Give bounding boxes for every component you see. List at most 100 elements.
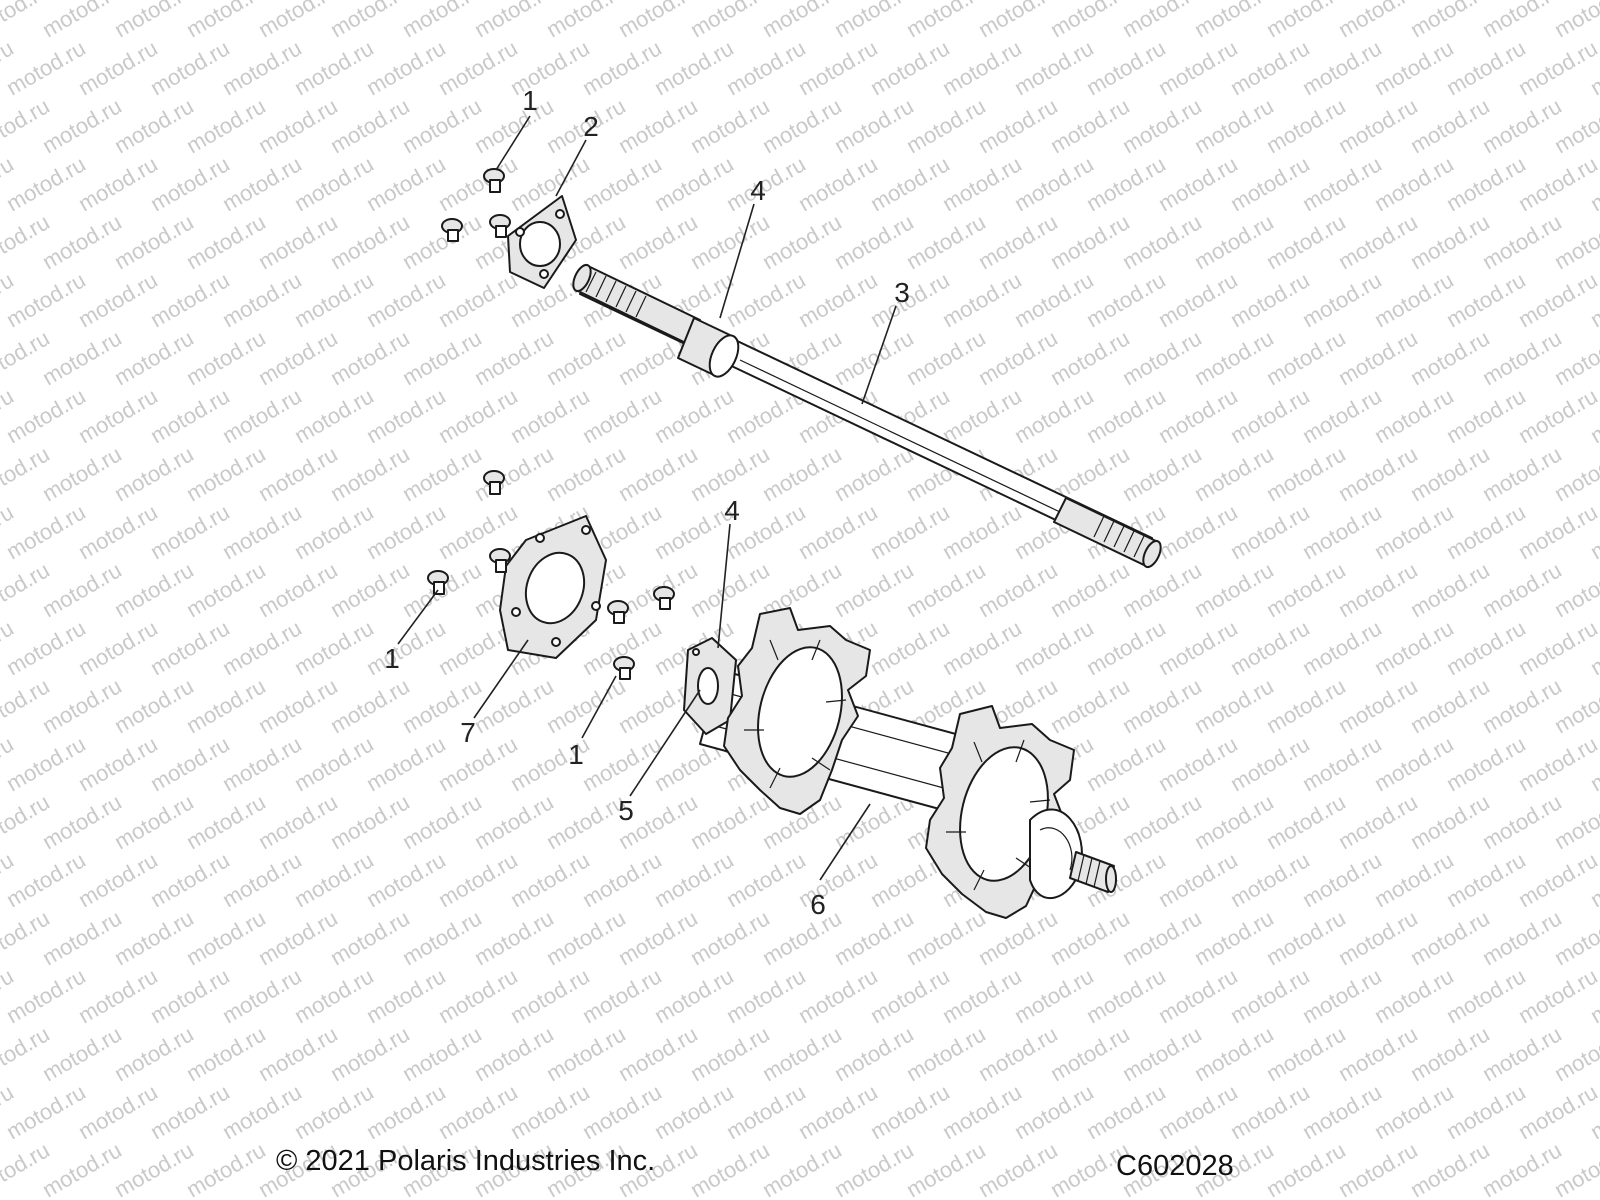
watermark-text: motod.ru xyxy=(578,1079,666,1144)
watermark-text: motod.ru xyxy=(758,209,846,274)
watermark-text: motod.ru xyxy=(182,325,270,390)
watermark-text: motod.ru xyxy=(146,151,234,216)
callout-2: 2 xyxy=(583,111,599,142)
watermark-text: motod.ru xyxy=(362,151,450,216)
watermark-text: motod.ru xyxy=(1154,151,1242,216)
flange-plate-7 xyxy=(499,515,607,659)
watermark-text: motod.ru xyxy=(974,905,1062,970)
watermark-text: motod.ru xyxy=(794,1079,882,1144)
watermark-text: motod.ru xyxy=(1082,35,1170,100)
watermark-text: motod.ru xyxy=(650,383,738,448)
watermark-text: motod.ru xyxy=(542,325,630,390)
watermark-text: motod.ru xyxy=(1478,1021,1566,1086)
sprocket-shaft-assembly xyxy=(683,607,1117,919)
watermark-text: motod.ru xyxy=(1262,673,1350,738)
watermark-text: motod.ru xyxy=(1046,905,1134,970)
bolt-upper-1 xyxy=(483,168,505,193)
watermark-text: motod.ru xyxy=(1010,151,1098,216)
watermark-text: motod.ru xyxy=(2,499,90,564)
callout-4-lower: 4 xyxy=(724,495,740,526)
bolt-upper-3 xyxy=(489,214,511,238)
watermark-text: motod.ru xyxy=(218,151,306,216)
watermark-text: motod.ru xyxy=(1514,731,1600,796)
watermark-text: motod.ru xyxy=(218,499,306,564)
watermark-text: motod.ru xyxy=(1370,847,1458,912)
watermark-text: motod.ru xyxy=(2,731,90,796)
watermark-text: motod.ru xyxy=(542,789,630,854)
watermark-text: motod.ru xyxy=(362,383,450,448)
watermark-text: motod.ru xyxy=(254,325,342,390)
diagram-code: C602028 xyxy=(1116,1150,1234,1182)
watermark-text: motod.ru xyxy=(290,383,378,448)
watermark-text: motod.ru xyxy=(1298,383,1386,448)
watermark-text: motod.ru xyxy=(758,1021,846,1086)
watermark-text: motod.ru xyxy=(1478,557,1566,622)
watermark-text: motod.ru xyxy=(1478,209,1566,274)
watermark-text: motod.ru xyxy=(1298,499,1386,564)
watermark-text: motod.ru xyxy=(1406,557,1494,622)
watermark-text: motod.ru xyxy=(146,615,234,680)
watermark-text: motod.ru xyxy=(110,325,198,390)
watermark-text: motod.ru xyxy=(1082,383,1170,448)
watermark-text: motod.ru xyxy=(74,35,162,100)
watermark-text: motod.ru xyxy=(290,615,378,680)
watermark-text: motod.ru xyxy=(1010,963,1098,1028)
watermark-text: motod.ru xyxy=(686,93,774,158)
callouts: 1 2 4 3 4 1 7 1 5 6 xyxy=(384,85,910,920)
watermark-text: motod.ru xyxy=(1262,325,1350,390)
watermark-text: motod.ru xyxy=(398,93,486,158)
watermark-text: motod.ru xyxy=(1406,1021,1494,1086)
watermark-text: motod.ru xyxy=(326,325,414,390)
watermark-text: motod.ru xyxy=(398,1021,486,1086)
watermark-text: motod.ru xyxy=(1406,905,1494,970)
watermark-text: motod.ru xyxy=(686,1021,774,1086)
watermark-text: motod.ru xyxy=(1442,267,1530,332)
shaft-end-spline xyxy=(1069,851,1117,893)
watermark-text: motod.ru xyxy=(1334,673,1422,738)
watermark-text: motod.ru xyxy=(794,847,882,912)
watermark-text: motod.ru xyxy=(1262,557,1350,622)
watermark-text: motod.ru xyxy=(758,905,846,970)
watermark-text: motod.ru xyxy=(182,93,270,158)
watermark-text: motod.ru xyxy=(218,731,306,796)
watermark-text: motod.ru xyxy=(434,963,522,1028)
watermark-text: motod.ru xyxy=(974,93,1062,158)
watermark-text: motod.ru xyxy=(74,731,162,796)
watermark-text: motod.ru xyxy=(1442,383,1530,448)
watermark-text: motod.ru xyxy=(1082,267,1170,332)
watermark-text: motod.ru xyxy=(38,325,126,390)
watermark-text: motod.ru xyxy=(74,847,162,912)
drive-shaft xyxy=(572,263,1162,569)
bolt-lower-5 xyxy=(607,600,629,624)
watermark-text: motod.ru xyxy=(254,93,342,158)
watermark-text: motod.ru xyxy=(362,499,450,564)
watermark-text: motod.ru xyxy=(1118,673,1206,738)
watermark-text: motod.ru xyxy=(506,35,594,100)
watermark-text: motod.ru xyxy=(686,789,774,854)
watermark-text: motod.ru xyxy=(650,847,738,912)
watermark-text: motod.ru xyxy=(254,673,342,738)
watermark-text: motod.ru xyxy=(1226,267,1314,332)
watermark-text: motod.ru xyxy=(38,673,126,738)
watermark-text: motod.ru xyxy=(1370,963,1458,1028)
watermark-text: motod.ru xyxy=(614,93,702,158)
watermark-text: motod.ru xyxy=(866,963,954,1028)
watermark-text: motod.ru xyxy=(650,1079,738,1144)
watermark-text: motod.ru xyxy=(974,1137,1062,1200)
watermark-text: motod.ru xyxy=(1154,499,1242,564)
watermark-text: motod.ru xyxy=(1190,325,1278,390)
bolt-lower-4 xyxy=(653,586,675,610)
watermark-text: motod.ru xyxy=(434,151,522,216)
watermark-text: motod.ru xyxy=(1010,267,1098,332)
watermark-text: motod.ru xyxy=(2,35,90,100)
watermark-text: motod.ru xyxy=(1370,615,1458,680)
watermark-text: motod.ru xyxy=(38,1137,126,1200)
watermark-text: motod.ru xyxy=(1478,325,1566,390)
watermark-text: motod.ru xyxy=(1190,557,1278,622)
watermark-text: motod.ru xyxy=(0,1195,18,1200)
watermark-text: motod.ru xyxy=(146,847,234,912)
watermark-text: motod.ru xyxy=(218,963,306,1028)
watermark-text: motod.ru xyxy=(1190,905,1278,970)
watermark-text: motod.ru xyxy=(182,1021,270,1086)
watermark-text: motod.ru xyxy=(1298,963,1386,1028)
